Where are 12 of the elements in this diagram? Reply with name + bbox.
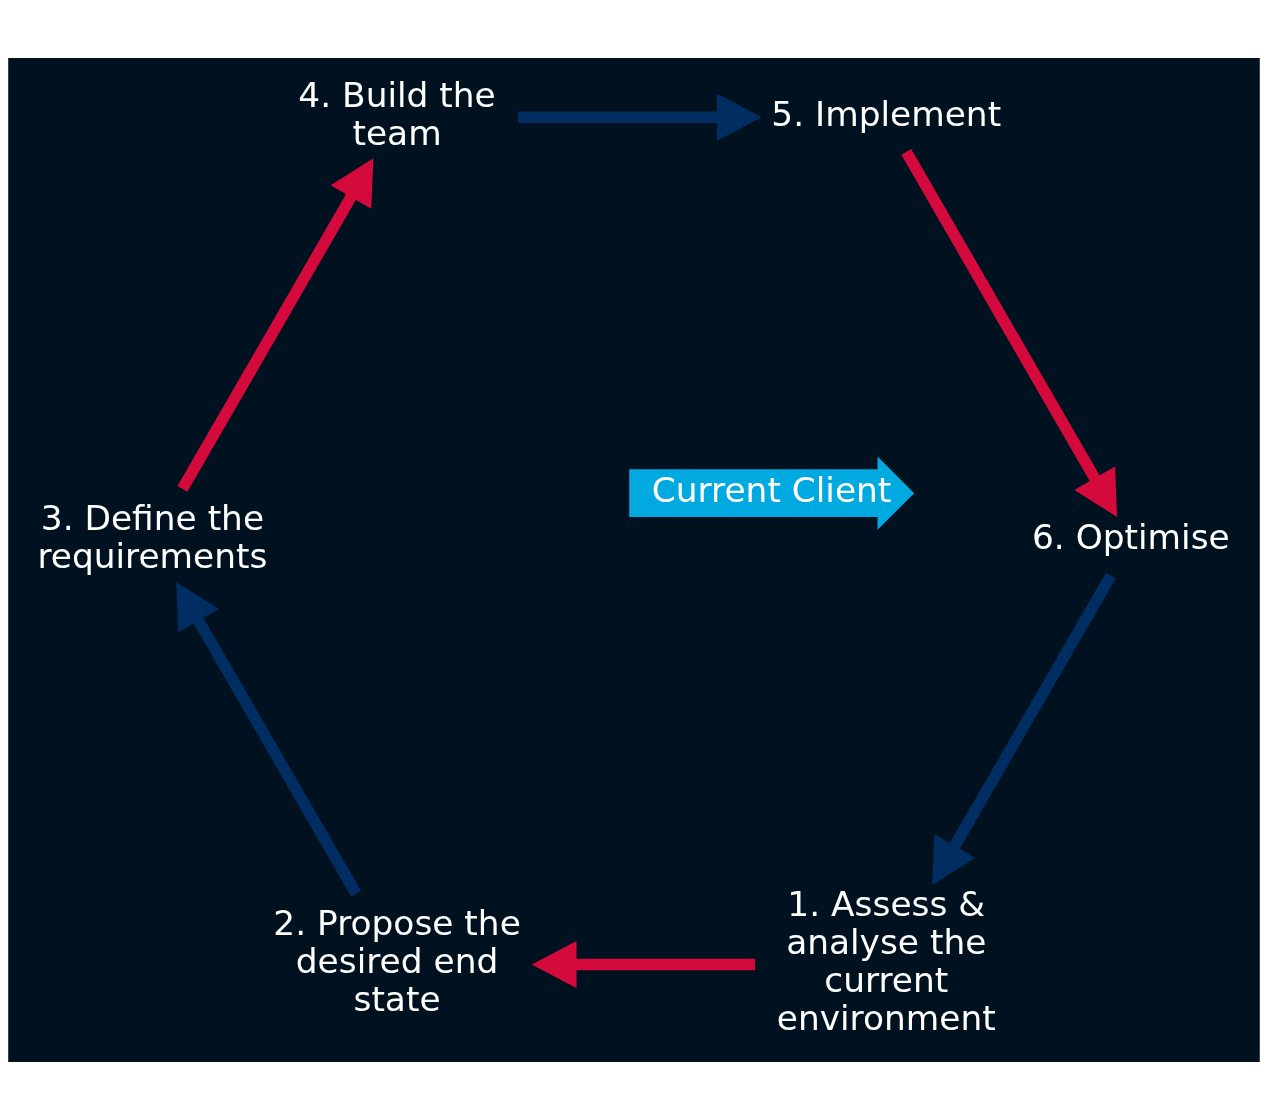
arrow xyxy=(901,148,1118,517)
arrow xyxy=(932,572,1116,885)
node-text: 4. Build the team xyxy=(298,74,496,153)
node-text: 5. Implement xyxy=(771,93,1002,134)
node-text: 2. Propose the desired end state xyxy=(273,902,521,1019)
arrow xyxy=(531,940,756,988)
node-text: 1. Assess & analyse the current environment xyxy=(776,883,996,1038)
node-text: 3. Define the requirements xyxy=(37,497,268,576)
arrow xyxy=(517,93,762,141)
arrow xyxy=(177,157,374,492)
arrow xyxy=(176,581,362,897)
node-text: 6. Optimise xyxy=(1031,516,1230,557)
